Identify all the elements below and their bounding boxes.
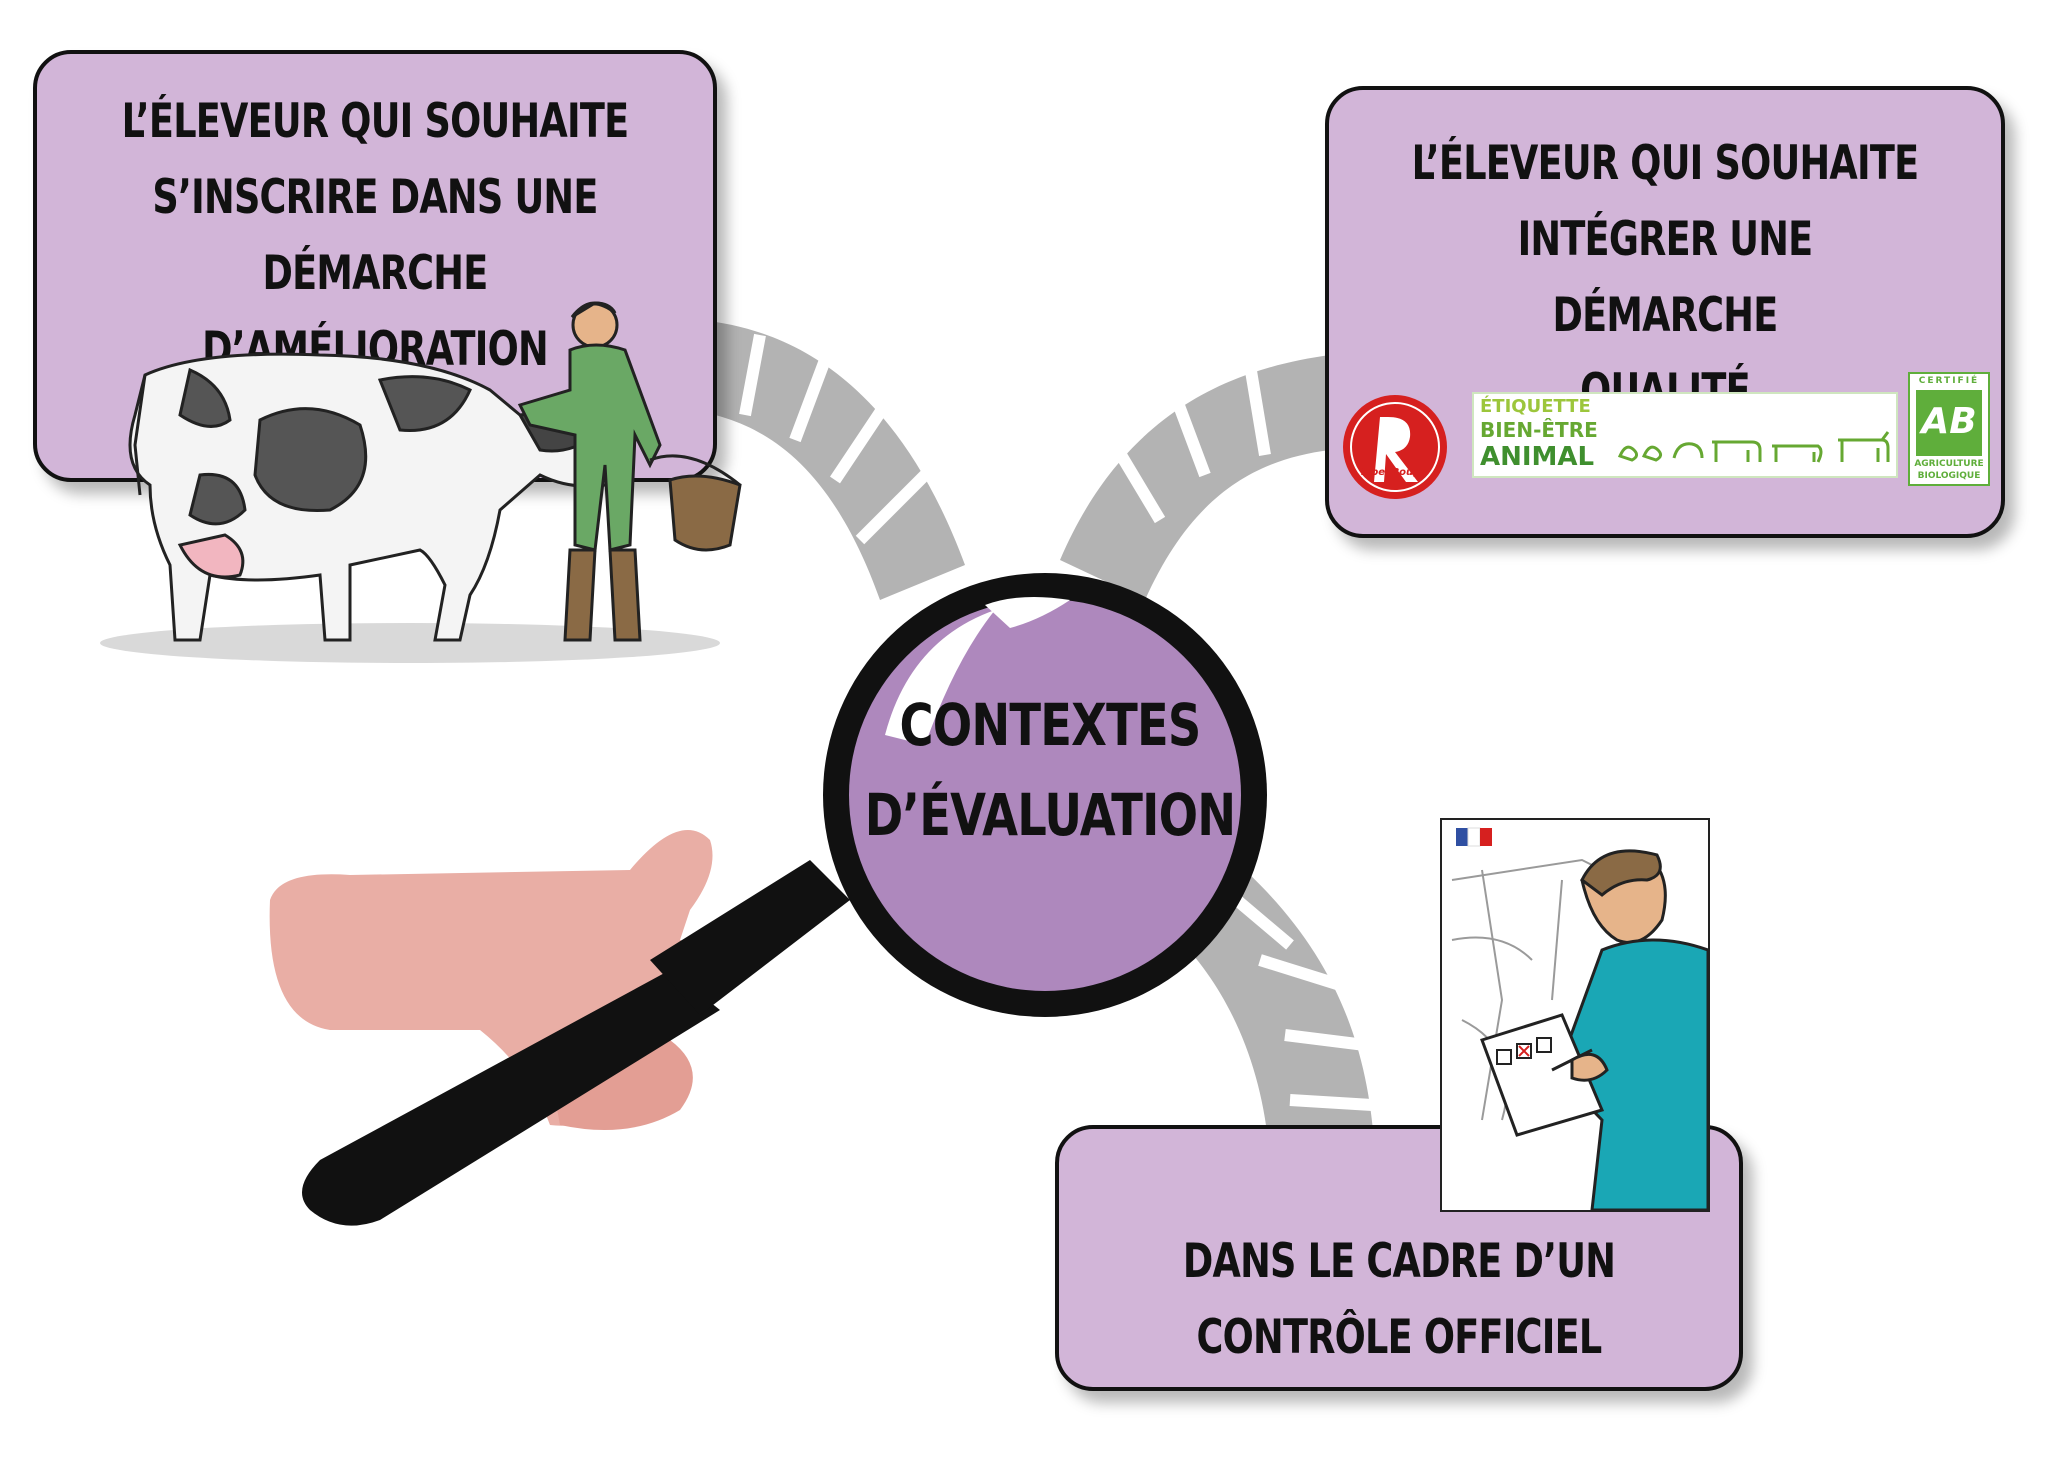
cow-icon [128, 352, 618, 642]
official-line-1: DANS LE CADRE D’UN [1182, 1234, 1616, 1289]
improvement-line-2: S’INSCRIRE DANS UNE DÉMARCHE [152, 170, 598, 301]
magnifier-lens [849, 599, 1241, 991]
arc-arrow-right-cuts [1109, 364, 1271, 524]
etiquette-line-2: BIEN-ÊTRE [1480, 418, 1598, 442]
magnifier-illustration [269, 573, 1267, 1226]
quality-line-1: L’ÉLEVEUR QUI SOUHAITE [1411, 136, 1920, 191]
etiquette-line-1: ÉTIQUETTE [1480, 396, 1591, 417]
ab-line-1: AGRICULTURE [1914, 459, 1984, 469]
center-title-line-2: D’ÉVALUATION [864, 781, 1236, 849]
official-line-2: CONTRÔLE OFFICIEL [1196, 1310, 1603, 1365]
inspector-panel [1440, 818, 1710, 1212]
ab-green-square: AB [1916, 390, 1982, 456]
magnifier-icon [302, 573, 1267, 1226]
farmer-icon [517, 301, 662, 642]
ab-logo: CERTIFIÉ AB AGRICULTURE BIOLOGIQUE [1908, 372, 1990, 486]
arc-arrow-left [690, 320, 965, 600]
inspector-icon [1451, 827, 1708, 1210]
arc-arrow-left-cuts [739, 333, 935, 545]
lens-reflection [885, 610, 995, 745]
label-rouge-text: label Rouge [1360, 467, 1428, 478]
etiquette-line-3: ANIMAL [1480, 442, 1595, 472]
arc-arrow-bottom-cuts [1221, 885, 1373, 1111]
french-flag-icon [1456, 827, 1492, 847]
ab-top-text: CERTIFIÉ [1918, 376, 1980, 386]
quality-labels-row: label Rouge ÉTIQUETTE BIEN-ÊTRE ANIMAL C… [1340, 372, 1990, 499]
ab-mark: AB [1921, 401, 1977, 442]
ab-line-2: BIOLOGIQUE [1917, 471, 1981, 481]
quality-text: L’ÉLEVEUR QUI SOUHAITE INTÉGRER UNE DÉMA… [1403, 126, 1927, 430]
center-title: CONTEXTES D’ÉVALUATION [842, 680, 1258, 860]
official-text: DANS LE CADRE D’UN CONTRÔLE OFFICIEL [1134, 1224, 1664, 1376]
center-title-line-1: CONTEXTES [899, 691, 1201, 759]
quality-line-2: INTÉGRER UNE DÉMARCHE [1517, 212, 1814, 343]
bucket-icon [649, 454, 742, 552]
label-rouge-logo [1343, 395, 1447, 499]
arc-arrow-bottom [1175, 870, 1375, 1165]
animals-silhouettes-icon [1617, 431, 1890, 463]
improvement-line-1: L’ÉLEVEUR QUI SOUHAITE [121, 94, 630, 149]
bien-etre-animal-logo: ÉTIQUETTE BIEN-ÊTRE ANIMAL [1472, 392, 1898, 478]
cow-and-farmer-illustration [100, 301, 742, 663]
